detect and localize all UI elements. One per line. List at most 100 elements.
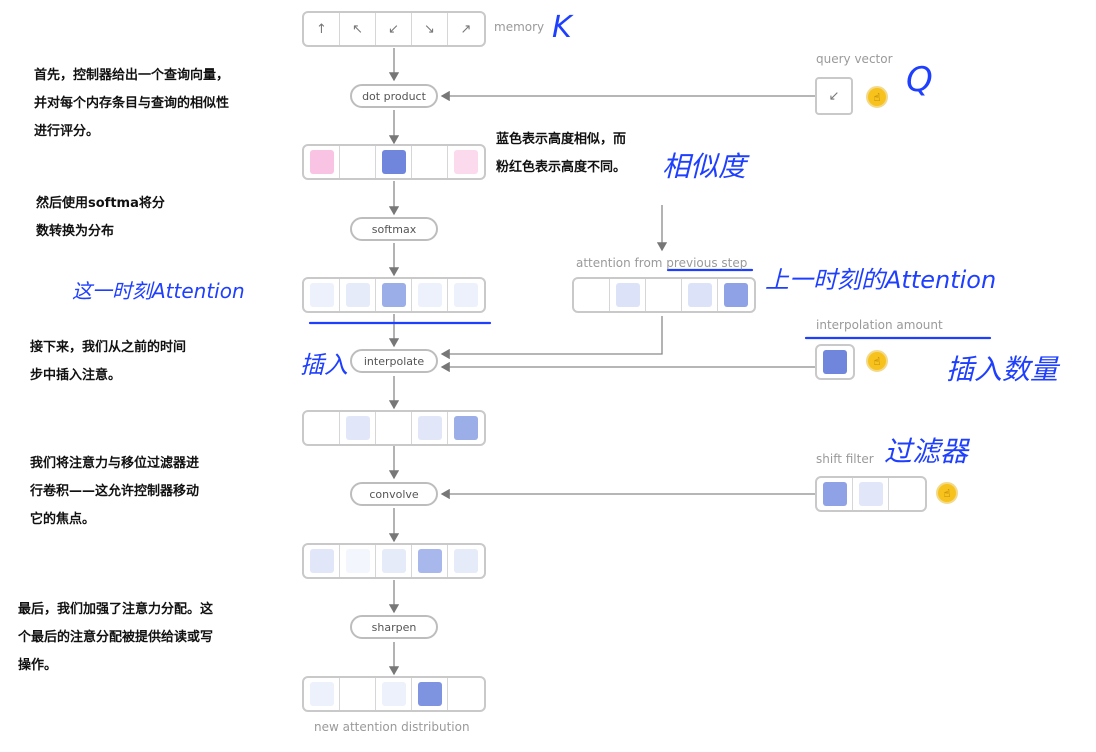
interpolation-cell — [817, 346, 853, 378]
memory-handwritten-k: K — [552, 10, 572, 45]
attention-cell — [376, 545, 412, 577]
interpolate-step: interpolate — [350, 349, 438, 373]
color-swatch — [858, 482, 883, 506]
arrow-down-right-icon: ↘ — [412, 13, 448, 45]
arrow-down-left-icon: ↙ — [828, 88, 840, 104]
attention-cell — [574, 279, 610, 311]
attention-cell — [412, 678, 448, 710]
similarity-handwritten: 相似度 — [662, 150, 747, 183]
interpolation-amount-box — [815, 344, 855, 380]
color-swatch — [454, 150, 478, 174]
attention-cell — [646, 279, 682, 311]
color-swatch — [687, 283, 712, 307]
attention-cell — [682, 279, 718, 311]
score-cell — [448, 146, 484, 178]
color-swatch — [381, 150, 406, 174]
similarity-scores-strip — [302, 144, 486, 180]
attention-cell — [340, 279, 376, 311]
current-attention-handwritten: 这一时刻Attention — [72, 279, 245, 303]
color-swatch — [309, 682, 334, 706]
filter-cell — [853, 478, 889, 510]
shift-filter-strip — [815, 476, 927, 512]
color-swatch — [309, 150, 334, 174]
color-swatch — [454, 549, 478, 573]
color-swatch — [724, 283, 748, 307]
filter-cell — [817, 478, 853, 510]
arrow-up-right-icon: ↗ — [460, 21, 472, 37]
hand-pointer-icon[interactable]: ☝ — [936, 482, 958, 504]
attention-cell — [304, 279, 340, 311]
query-handwritten-q: Q — [906, 60, 933, 100]
convolved-strip — [302, 543, 486, 579]
query-vector-box: ↙ — [815, 77, 853, 115]
score-cell — [340, 146, 376, 178]
note-colors: 蓝色表示高度相似，而粉红色表示高度不同。 — [496, 132, 627, 175]
color-swatch — [822, 482, 847, 506]
score-cell — [376, 146, 412, 178]
attention-cell — [340, 678, 376, 710]
color-swatch — [381, 682, 406, 706]
attention-cell — [448, 412, 484, 444]
interpolation-amount-label: interpolation amount — [816, 318, 943, 332]
interpolate-handwritten: 插入 — [300, 351, 348, 379]
attention-cell — [304, 545, 340, 577]
color-swatch — [417, 682, 442, 706]
note-interpolate: 接下来，我们从之前的时间步中插入注意。 — [30, 340, 187, 383]
arrow-up-left-icon: ↖ — [340, 13, 376, 45]
shift-filter-handwritten: 过滤器 — [884, 435, 969, 468]
arrow-up-icon: ↑ — [304, 13, 340, 45]
attention-cell — [412, 279, 448, 311]
interpolation-amount-handwritten: 插入数量 — [946, 353, 1059, 386]
hand-pointer-icon[interactable]: ☝ — [866, 86, 888, 108]
attention-cell — [376, 412, 412, 444]
memory-strip: ↑ ↖ ↙ ↘ ↗ — [302, 11, 486, 47]
score-cell — [412, 146, 448, 178]
note-softmax: 然后使用softma将分数转换为分布 — [36, 196, 165, 239]
sharpen-step: sharpen — [350, 615, 438, 639]
arrow-down-left-icon: ↙ — [376, 13, 412, 45]
color-swatch — [381, 283, 406, 307]
attention-cell — [412, 545, 448, 577]
softmax-strip — [302, 277, 486, 313]
color-swatch — [381, 549, 406, 573]
memory-label: memory — [494, 20, 545, 34]
color-swatch — [417, 549, 442, 573]
attention-cell — [340, 545, 376, 577]
shift-filter-label: shift filter — [816, 452, 874, 466]
note-query: 首先，控制器给出一个查询向量，并对每个内存条目与查询的相似性进行评分。 — [34, 68, 230, 139]
previous-step-label: attention from previous step — [576, 256, 748, 270]
attention-cell — [304, 678, 340, 710]
interpolated-strip — [302, 410, 486, 446]
attention-cell — [304, 412, 340, 444]
attention-cell — [718, 279, 754, 311]
color-swatch — [309, 549, 334, 573]
dot-product-step: dot product — [350, 84, 438, 108]
color-swatch — [345, 416, 370, 440]
hand-pointer-icon[interactable]: ☝ — [866, 350, 888, 372]
score-cell — [304, 146, 340, 178]
color-swatch — [345, 283, 370, 307]
color-swatch — [823, 350, 847, 374]
note-sharpen: 最后，我们加强了注意力分配。这个最后的注意分配被提供给读或写操作。 — [18, 602, 214, 673]
color-swatch — [417, 283, 442, 307]
filter-cell — [889, 478, 925, 510]
attention-cell — [340, 412, 376, 444]
attention-cell — [376, 678, 412, 710]
convolve-step: convolve — [350, 482, 438, 506]
note-convolve: 我们将注意力与移位过滤器进行卷积——这允许控制器移动它的焦点。 — [30, 456, 200, 527]
output-label: new attention distribution — [314, 720, 470, 734]
color-swatch — [615, 283, 640, 307]
attention-cell — [376, 279, 412, 311]
sharpened-strip — [302, 676, 486, 712]
previous-step-handwritten: 上一时刻的Attention — [765, 266, 997, 294]
query-vector-label: query vector — [816, 52, 893, 66]
attention-cell — [610, 279, 646, 311]
color-swatch — [417, 416, 442, 440]
attention-cell — [448, 545, 484, 577]
color-swatch — [454, 283, 478, 307]
color-swatch — [309, 283, 334, 307]
attention-cell — [448, 279, 484, 311]
softmax-step: softmax — [350, 217, 438, 241]
color-swatch — [454, 416, 478, 440]
